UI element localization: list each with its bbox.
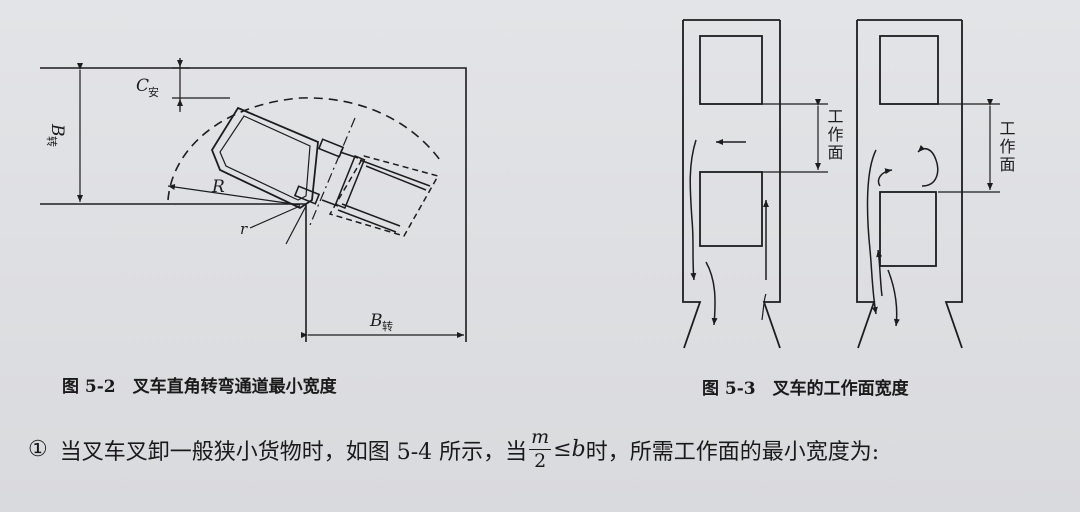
shelf-bottom-right [879, 191, 937, 267]
b-bottom-subscript: 转 [382, 319, 393, 333]
fraction-numerator: m [529, 426, 552, 450]
forklift-body [210, 106, 319, 210]
workface-left-panel [682, 19, 828, 349]
b-top-subscript: 转 [45, 136, 59, 147]
figure-5-2-labels: C 安 B 转 B 转 R r [45, 76, 393, 333]
b-top-label: B [47, 123, 67, 137]
relation-symbol: ≤ [553, 437, 572, 462]
corridor-outer-wall [40, 67, 467, 342]
workface-label-right: 工作面 [997, 120, 1016, 174]
corridor-inner-wall [40, 203, 307, 342]
shelf-top-right [879, 35, 939, 105]
turning-arc [167, 97, 441, 201]
radius-r-inner-label: r [240, 220, 248, 238]
c-label: C [136, 76, 149, 96]
forklift-load [328, 155, 440, 237]
figure-5-3 [682, 19, 1000, 349]
shelf-bottom-left [699, 171, 763, 247]
forklift-forks [321, 151, 431, 233]
figure-5-2-caption: 图 5-2 叉车直角转弯通道最小宽度 [62, 377, 337, 397]
shelf-top-left [699, 35, 763, 105]
body-text-after: 时，所需工作面的最小宽度为: [585, 439, 880, 465]
radius-r-outer [167, 184, 301, 206]
workface-label-left: 工作面 [825, 108, 844, 162]
circle-number: ① [28, 437, 48, 462]
fraction-m-over-2: m 2 [529, 426, 552, 472]
figure-5-3-labels: 工作面 工作面 [825, 108, 1016, 174]
workface-right-panel [856, 19, 1000, 349]
fraction-denominator: 2 [534, 450, 547, 472]
body-paragraph: ① 当叉车叉卸一般狭小货物时，如图 5-4 所示，当 m 2 ≤ b 时，所需工… [28, 428, 879, 471]
b-bottom-label: B [369, 311, 383, 331]
body-text-before: 当叉车叉卸一般狭小货物时，如图 5-4 所示，当 [59, 439, 528, 465]
variable-b: b [571, 437, 586, 462]
radius-r-outer-label: R [211, 177, 225, 197]
figure-5-3-caption: 图 5-3 叉车的工作面宽度 [702, 379, 909, 399]
c-subscript: 安 [148, 85, 159, 99]
radius-r-inner [249, 205, 301, 229]
figure-5-2 [40, 58, 467, 342]
